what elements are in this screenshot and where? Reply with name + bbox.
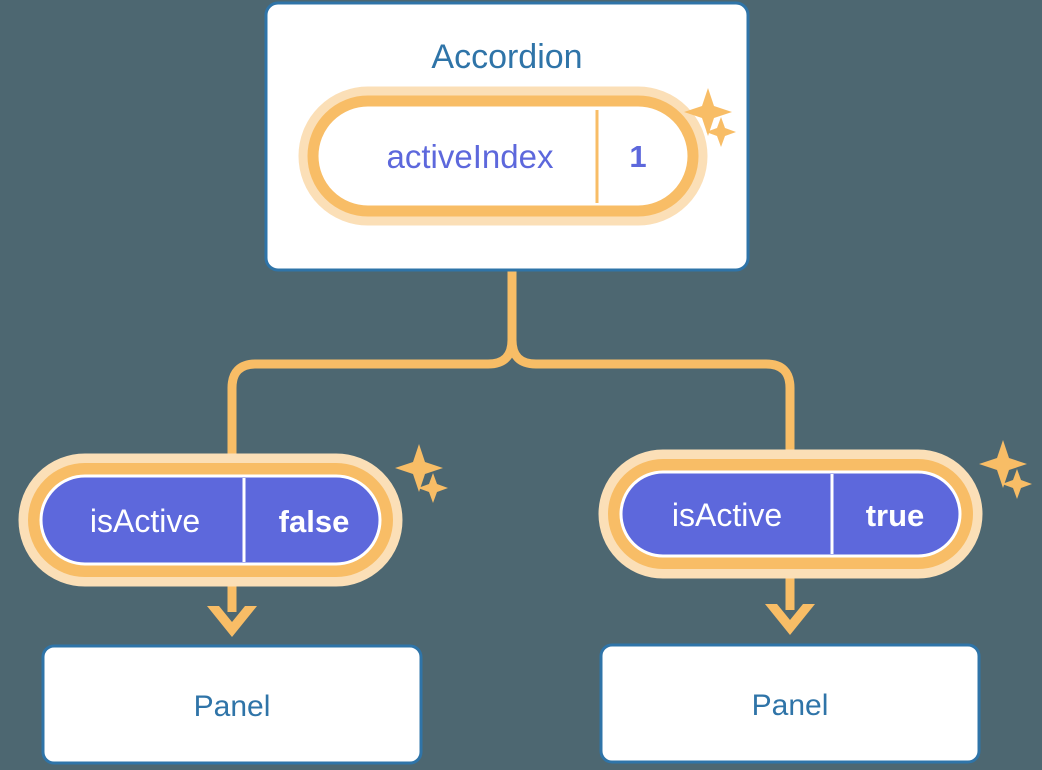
panel-card-left-title: Panel xyxy=(194,690,271,723)
sparkle-icon xyxy=(1002,469,1032,499)
panel-card-left-body xyxy=(41,644,423,765)
state-pill-key: activeIndex xyxy=(387,138,554,175)
prop-pill-right[interactable]: isActive true xyxy=(598,449,983,579)
prop-pill-right-key: isActive xyxy=(672,497,782,533)
prop-pill-left-body xyxy=(39,474,382,566)
prop-pill-left-glow xyxy=(18,453,403,587)
prop-pill-right-body xyxy=(619,470,962,558)
prop-pill-right-glow xyxy=(598,449,983,579)
sparkle-icon xyxy=(684,88,732,136)
prop-pill-left-key: isActive xyxy=(90,503,200,539)
panel-card-left[interactable]: Panel xyxy=(41,644,423,765)
arrow-down-icon-right xyxy=(765,604,815,635)
connector-split-path xyxy=(227,263,517,475)
state-pill-value: 1 xyxy=(629,139,646,174)
sparkle-group-right xyxy=(979,440,1032,499)
state-pill-activeindex[interactable]: activeIndex 1 xyxy=(298,86,708,226)
sparkle-icon xyxy=(979,440,1027,488)
panel-card-right-body xyxy=(599,643,981,764)
state-pill-glow xyxy=(298,86,708,226)
prop-pill-left[interactable]: isActive false xyxy=(18,453,403,587)
connector-split-path-right xyxy=(507,335,795,475)
sparkle-icon xyxy=(418,473,448,503)
panel-card-right[interactable]: Panel xyxy=(599,643,981,764)
sparkle-group-top xyxy=(684,88,736,147)
accordion-card-title: Accordion xyxy=(431,38,582,76)
prop-pill-right-value: true xyxy=(866,498,925,533)
arrow-down-icon-left xyxy=(207,606,257,637)
prop-pill-left-value: false xyxy=(279,504,350,539)
sparkle-icon xyxy=(706,117,736,147)
panel-card-right-title: Panel xyxy=(752,689,829,722)
sparkle-group-left xyxy=(395,444,448,503)
sparkle-icon xyxy=(395,444,443,492)
